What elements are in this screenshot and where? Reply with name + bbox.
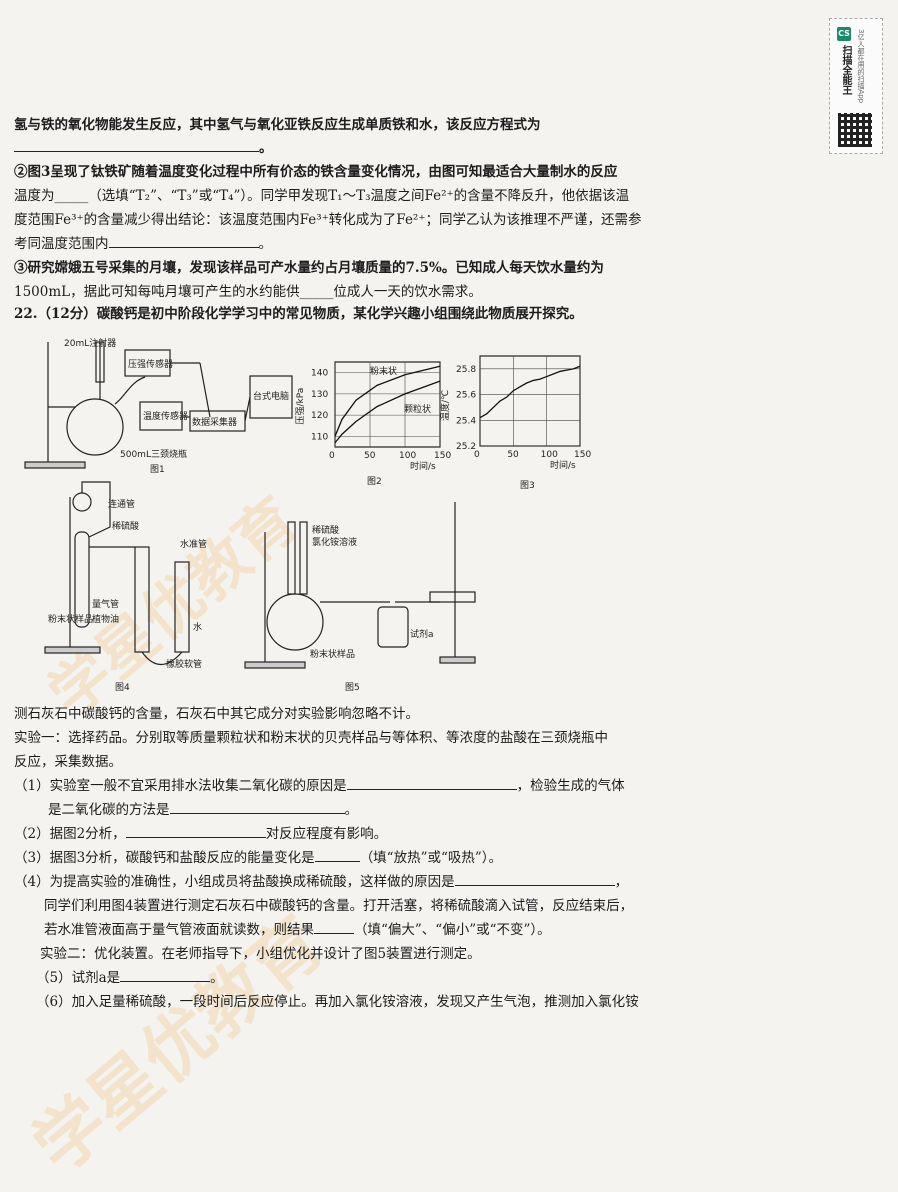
scanner-badge: CS 扫描全能王 3亿人都在用的扫描App [829,18,883,154]
temp-label: 温度传感器 [143,410,188,422]
x-axis-label: 时间/s [550,459,576,471]
cs-logo-icon: CS [837,27,851,41]
nh4cl-label: 氯化铵溶液 [312,536,357,548]
y-tick-label: 25.8 [456,365,476,375]
plot-frame [479,355,581,447]
series-label: 粉末状 [370,365,397,377]
x-tick-label: 50 [507,450,519,460]
text-line: （3）据图3分析，碳酸钙和盐酸反应的能量变化是（填“放热”或“吸热”）。 [14,850,503,866]
apparatus-figures: 20mL注射器 压强传感器 温度传感器 数据采集器 台式电脑 500mL三颈烧瓶… [24,337,591,693]
x-tick-label: 0 [474,450,480,460]
x-axis-label: 时间/s [410,460,436,472]
y-axis-label: 温度/℃ [439,390,451,421]
gas-tube-label: 量气管 [92,598,119,610]
fig4-caption: 图4 [115,682,130,693]
text-line: 测石灰石中碳酸钙的含量，石灰石中其它成分对实验影响忽略不计。 [14,706,419,722]
y-tick-label: 130 [311,390,328,400]
text-line: ③研究嫦娥五号采集的月壤，发现该样品可产水量约占月壤质量的7.5%。已知成人每天… [14,260,604,276]
pc-label: 台式电脑 [253,390,289,402]
y-tick-label: 110 [311,432,328,442]
text-line: 1500mL，据此可知每吨月壤可产生的水约能供_____位成人一天的饮水需求。 [14,284,482,300]
pressure-label: 压强传感器 [128,358,173,370]
y-tick-label: 140 [311,369,328,379]
badge-title: 扫描全能王 [840,45,851,95]
series-line-0 [479,365,581,419]
series-label: 颗粒状 [404,403,431,415]
figure-3-chart: 0 50 100 150 25.2 25.4 25.6 25.8 时间/s 温度/℃ [439,355,591,471]
text-line: 若水准管液面高于量气管液面就读数，则结果（填“偏大”、“偏小”或“不变”）。 [44,922,551,938]
x-tick-label: 50 [364,451,376,461]
x-tick-label: 100 [399,451,416,461]
text-line: （5）试剂a是。 [36,970,224,986]
acid5-label: 稀硫酸 [312,524,339,536]
fig3-caption: 图3 [520,480,535,491]
text-line: （1）实验室一般不宜采用排水法收集二氧化碳的原因是，检验生成的气体 [14,778,625,794]
syringe-label: 20mL注射器 [64,337,116,349]
y-tick-label: 25.4 [456,416,476,426]
sample5-label: 粉末状样品 [310,648,355,660]
series-line-0 [334,365,441,437]
text-line: ②图3呈现了钛铁矿随着温度变化过程中所有价态的铁含量变化情况，由图可知最适合大量… [14,164,618,180]
y-tick-label: 25.6 [456,391,476,401]
qr-code-icon [838,113,872,147]
text-line: 温度为_____（选填“T₂”、“T₃”或“T₄”）。同学甲发现T₁～T₃温度之… [14,188,630,204]
figure-4: 连通管 稀硫酸 水准管 量气管 植物油 水 粉末状样品 橡胶软管 图4 [44,481,207,693]
text-line: 反应，采集数据。 [14,754,122,770]
text-line: 。 [14,136,273,156]
y-tick-label: 120 [311,411,328,421]
text-line: 是二氧化碳的方法是。 [48,802,358,818]
y-tick-label: 25.2 [456,442,476,452]
y-axis-label: 压强/kPa [295,388,306,425]
reagent-label: 试剂a [410,628,434,640]
text-line: 氢与铁的氧化物能发生反应，其中氢气与氧化亚铁反应生成单质铁和水，该反应方程式为 [14,117,541,133]
text-line: （6）加入足量稀硫酸，一段时间后反应停止。再加入氯化铵溶液，发现又产生气泡，推测… [36,994,639,1010]
hose-label: 橡胶软管 [166,658,202,670]
figure-5: 稀硫酸 氯化铵溶液 粉末状样品 试剂a 图5 [244,502,476,693]
text-line: （4）为提高实验的准确性，小组成员将盐酸换成稀硫酸，这样做的原因是， [14,874,629,890]
text-line: （2）据图2分析，对反应程度有影响。 [14,826,388,842]
series-line-1 [334,380,441,444]
x-tick-label: 150 [434,451,451,461]
sample-label: 粉末状样品 [48,613,93,625]
flask-label: 500mL三颈烧瓶 [120,448,187,460]
water-label: 水 [193,621,202,633]
x-tick-label: 100 [541,450,558,460]
text-line: 22.（12分）碳酸钙是初中阶段化学学习中的常见物质，某化学兴趣小组围绕此物质展… [14,306,583,322]
figure-1: 20mL注射器 压强传感器 温度传感器 数据采集器 台式电脑 500mL三颈烧瓶… [24,337,293,475]
collector-label: 数据采集器 [192,416,237,428]
fig1-caption: 图1 [150,464,165,475]
x-tick-label: 150 [574,450,591,460]
text-line: 同学们利用图4装置进行测定石灰石中碳酸钙的含量。打开活塞，将稀硫酸滴入试管，反应… [44,898,634,914]
x-tick-label: 0 [329,451,335,461]
text-line: 实验一：选择药品。分别取等质量颗粒状和粉末状的贝壳样品与等体积、等浓度的盐酸在三… [14,730,608,746]
badge-subtitle: 3亿人都在用的扫描App [857,29,865,104]
oil-label: 植物油 [92,613,119,625]
text-line: 度范围Fe³⁺的含量减少得出结论：该温度范围内Fe³⁺转化成为了Fe²⁺；同学乙… [14,212,642,228]
acid-label: 稀硫酸 [112,520,139,532]
tube-label: 连通管 [108,498,135,510]
text-line: 实验二：优化装置。在老师指导下，小组优化并设计了图5装置进行测定。 [40,946,481,962]
fig5-caption: 图5 [345,682,360,693]
water-tube-label: 水准管 [180,538,207,550]
fig2-caption: 图2 [367,476,382,487]
text-line: 考同温度范围内。 [14,236,272,252]
